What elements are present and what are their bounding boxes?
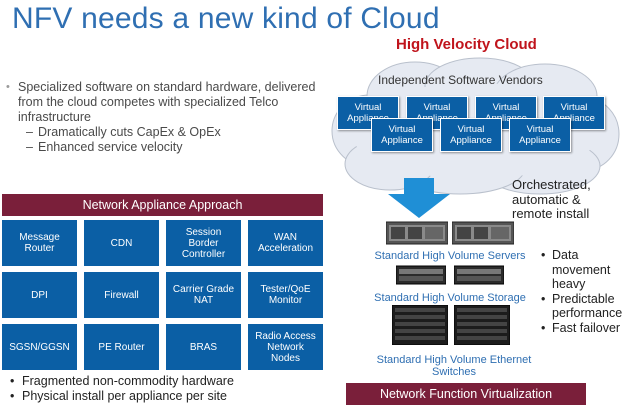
benefit-bullet: Data [540,248,622,263]
appliance-cell: Carrier Grade NAT [166,272,241,318]
storage-icon [454,265,504,285]
appliance-cell: CDN [84,220,159,266]
virtual-appliance: Virtual Appliance [440,118,502,152]
drawback-bullet: Physical install per appliance per site [8,389,234,404]
network-appliance-approach-header: Network Appliance Approach [2,194,323,216]
appliance-cell: Radio Access Network Nodes [248,324,323,370]
virtual-appliance: Virtual Appliance [543,96,605,130]
appliance-cell: DPI [2,272,77,318]
benefit-continuation: performance [552,306,623,320]
orchestration-text: Orchestrated, automatic & remote install [512,177,591,221]
virtual-appliance: Virtual Appliance [509,118,571,152]
benefit-continuation: movement [552,262,611,277]
switch-icon [454,305,510,345]
appliance-cell: Session Border Controller [166,220,241,266]
intro-sub-bullet: Enhanced service velocity [4,140,324,155]
storage-label: Standard High Volume Storage [374,292,526,304]
benefit-bullet: Predictable [540,292,622,307]
down-arrow-icon [388,178,450,218]
appliance-cell: Firewall [84,272,159,318]
virtual-appliance: Virtual Appliance [371,118,433,152]
benefit-continuation: heavy [552,277,586,291]
high-velocity-cloud-title: High Velocity Cloud [396,36,537,53]
server-icon [386,221,448,245]
appliance-cell: Message Router [2,220,77,266]
intro-bullet-main: Specialized software on standard hardwar… [4,80,324,125]
drawback-bullet: Fragmented non-commodity hardware [8,374,234,389]
benefit-bullet: Fast failover [540,321,622,336]
servers-label: Standard High Volume Servers [374,250,526,262]
appliance-drawbacks: Fragmented non-commodity hardware Physic… [8,374,234,404]
switch-icon [392,305,448,345]
appliance-cell: BRAS [166,324,241,370]
slide-title: NFV needs a new kind of Cloud [12,2,440,35]
nfv-banner: Network Function Virtualization [346,383,586,405]
storage-icon [396,265,446,285]
appliance-cell: SGSN/GGSN [2,324,77,370]
intro-sub-bullet: Dramatically cuts CapEx & OpEx [4,125,324,140]
appliance-cell: WAN Acceleration [248,220,323,266]
switches-label: Standard High Volume Ethernet Switches [376,354,532,378]
appliance-cell: Tester/QoE Monitor [248,272,323,318]
hardware-benefits: Data movement heavy Predictable performa… [540,248,622,335]
server-icon [452,221,514,245]
intro-bullets: Specialized software on standard hardwar… [4,80,324,155]
appliance-cell: PE Router [84,324,159,370]
isv-label: Independent Software Vendors [378,73,543,87]
